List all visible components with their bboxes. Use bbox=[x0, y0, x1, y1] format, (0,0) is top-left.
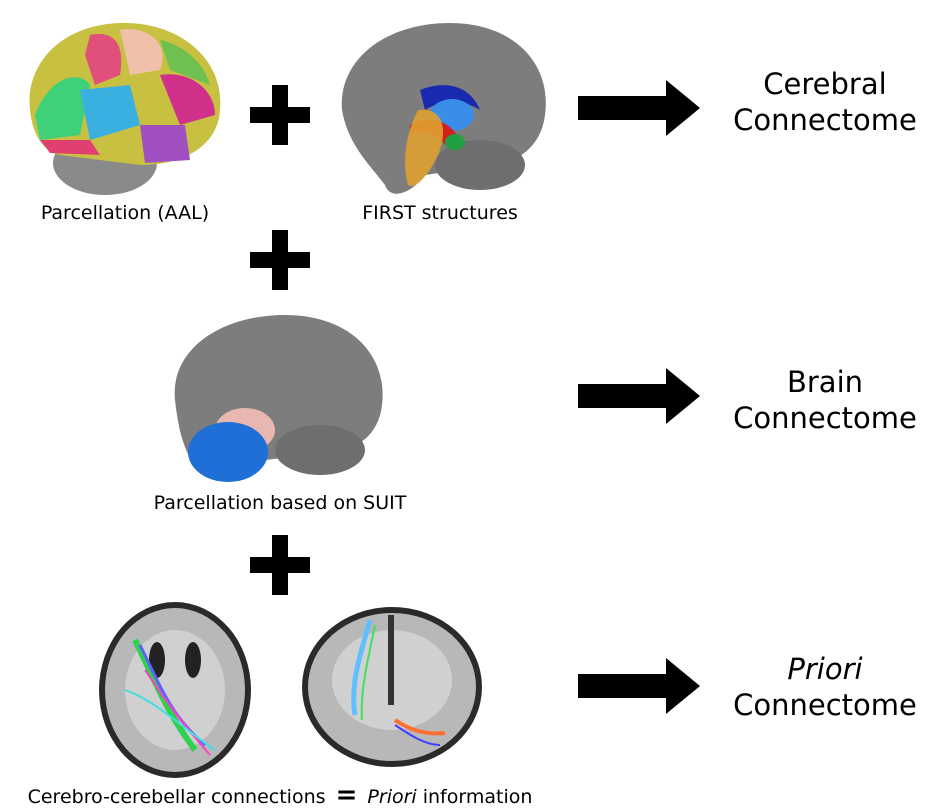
priori-caption-italic: Priori bbox=[367, 786, 417, 808]
brain-connectome-label: Brain Connectome bbox=[730, 364, 920, 436]
arrow-to-priori bbox=[578, 658, 700, 714]
cerebral-connectome-label: Cerebral Connectome bbox=[730, 66, 920, 138]
first-structures-image bbox=[330, 15, 555, 200]
cerebral-line1: Cerebral bbox=[763, 67, 887, 101]
priori-caption-left: Cerebro-cerebellar connections bbox=[27, 786, 326, 808]
brain-line2: Connectome bbox=[733, 401, 917, 435]
plus-symbol-2 bbox=[250, 230, 310, 290]
priori-caption: Cerebro-cerebellar connections = Priori … bbox=[10, 780, 550, 810]
suit-caption: Parcellation based on SUIT bbox=[153, 492, 407, 514]
suit-parcellation-image bbox=[170, 310, 390, 490]
priori-line2: Connectome bbox=[733, 688, 917, 722]
axial-mri-tractography-image bbox=[95, 600, 255, 780]
priori-line1: Priori bbox=[787, 652, 863, 686]
priori-connectome-label: Priori Connectome bbox=[730, 651, 920, 723]
coronal-mri-tractography-image bbox=[300, 605, 485, 770]
equals-symbol: = bbox=[335, 780, 358, 810]
plus-symbol-3 bbox=[250, 535, 310, 595]
priori-caption-right: information bbox=[422, 786, 533, 808]
first-caption: FIRST structures bbox=[362, 202, 518, 224]
plus-symbol-1 bbox=[250, 85, 310, 145]
arrow-to-brain bbox=[578, 368, 700, 424]
aal-caption: Parcellation (AAL) bbox=[40, 202, 210, 224]
arrow-to-cerebral bbox=[578, 80, 700, 136]
cerebral-line2: Connectome bbox=[733, 103, 917, 137]
brain-line1: Brain bbox=[786, 365, 864, 399]
aal-parcellation-image bbox=[20, 15, 230, 200]
